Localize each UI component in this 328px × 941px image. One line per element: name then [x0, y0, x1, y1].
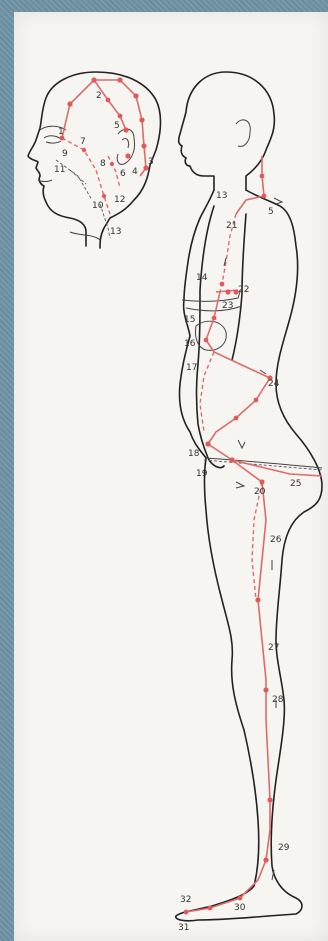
- ear-outline: [117, 129, 134, 164]
- head-label-4: 4: [132, 167, 138, 177]
- body-label-18: 18: [188, 449, 200, 459]
- head-label-13: 13: [110, 227, 121, 237]
- head-label-8: 8: [100, 159, 106, 169]
- body-label-23: 23: [222, 301, 233, 311]
- figure-head: [179, 72, 275, 190]
- body-meridian-abdomen: [206, 292, 270, 444]
- body-label-29: 29: [278, 843, 290, 853]
- body-points: [184, 174, 273, 915]
- body-label-16: 16: [184, 339, 196, 349]
- head-label-1: 1: [58, 127, 64, 137]
- head-outline: [28, 72, 161, 248]
- body-figure: 13 5 21 14 22 23 15 16 17 24 18 19 20 25…: [176, 72, 322, 933]
- body-label-17: 17: [186, 363, 197, 373]
- body-meridian-thigh: [232, 460, 322, 476]
- head-label-11: 11: [54, 165, 65, 175]
- head-label-6: 6: [120, 169, 126, 179]
- body-label-14: 14: [196, 273, 208, 283]
- body-label-21: 21: [226, 221, 237, 231]
- figure-ear: [236, 120, 250, 147]
- body-label-20: 20: [254, 487, 266, 497]
- body-meridian-hip: [200, 352, 214, 432]
- figure-front-outline: [176, 190, 268, 921]
- head-label-5: 5: [114, 121, 120, 131]
- belt-line: [204, 460, 322, 470]
- head-label-2: 2: [96, 91, 102, 101]
- head-inset: 1 2 3 4 5 6 7 8 9 10 11 12 13: [28, 72, 161, 248]
- head-label-3: 3: [148, 157, 154, 167]
- head-label-10: 10: [92, 201, 104, 211]
- body-label-25: 25: [290, 479, 301, 489]
- body-meridian-neck: [236, 156, 264, 214]
- body-label-19: 19: [196, 469, 208, 479]
- head-meridian-dashed-2: [108, 156, 120, 188]
- head-label-12: 12: [114, 195, 125, 205]
- head-label-7: 7: [80, 137, 86, 147]
- body-label-24: 24: [268, 379, 280, 389]
- body-label-5: 5: [268, 207, 274, 217]
- body-label-13: 13: [216, 191, 227, 201]
- body-label-22: 22: [238, 285, 249, 295]
- body-meridian-leg: [186, 444, 270, 912]
- body-label-31: 31: [178, 923, 189, 933]
- body-label-32: 32: [180, 895, 191, 905]
- body-label-28: 28: [272, 695, 284, 705]
- chest-line: [182, 292, 240, 301]
- body-label-27: 27: [268, 643, 279, 653]
- body-label-30: 30: [234, 903, 246, 913]
- body-label-15: 15: [184, 315, 195, 325]
- head-label-9: 9: [62, 149, 68, 159]
- body-label-26: 26: [270, 535, 282, 545]
- head-meridian-2: [94, 80, 126, 130]
